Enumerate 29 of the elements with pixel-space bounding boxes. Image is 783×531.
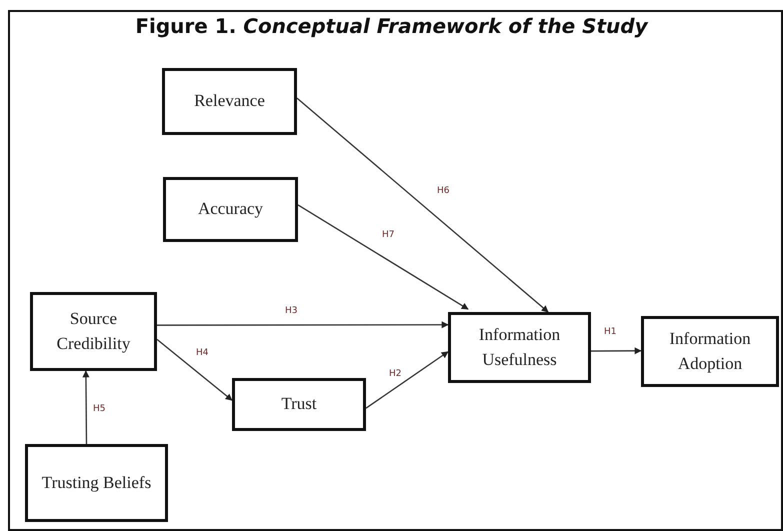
construct-name: Source Credibility [56,308,132,355]
construct-name: Information Adoption [668,328,752,375]
arrow [82,370,90,444]
construct-name: Trusting Beliefs [42,472,152,494]
construct-box [448,312,591,383]
edge-label: H4 [195,348,210,358]
edge-label: H6 [436,186,450,196]
edge-label: H1 [603,327,618,337]
construct-box [232,378,366,431]
construct-box [162,68,297,135]
figure-title: Figure 1. Conceptual Framework of the Study [134,14,650,38]
construct-box [25,444,168,522]
construct-box [163,177,298,242]
arrow [156,338,233,401]
construct-name: Relevance [194,90,265,112]
arrow [366,351,449,409]
construct-name: Information Usefulness [478,324,562,370]
arrow [591,347,642,354]
arrow [157,321,449,328]
edge-label: H7 [381,230,396,240]
construct-name: Accuracy [198,198,264,220]
construct-box [641,316,779,387]
arrow [298,204,469,310]
edge-label: H2 [388,369,402,379]
edge-label: H3 [284,306,298,316]
construct-name: Trust [281,393,317,416]
edge-label: H5 [92,404,106,414]
arrow [296,98,549,312]
construct-box [30,292,157,371]
